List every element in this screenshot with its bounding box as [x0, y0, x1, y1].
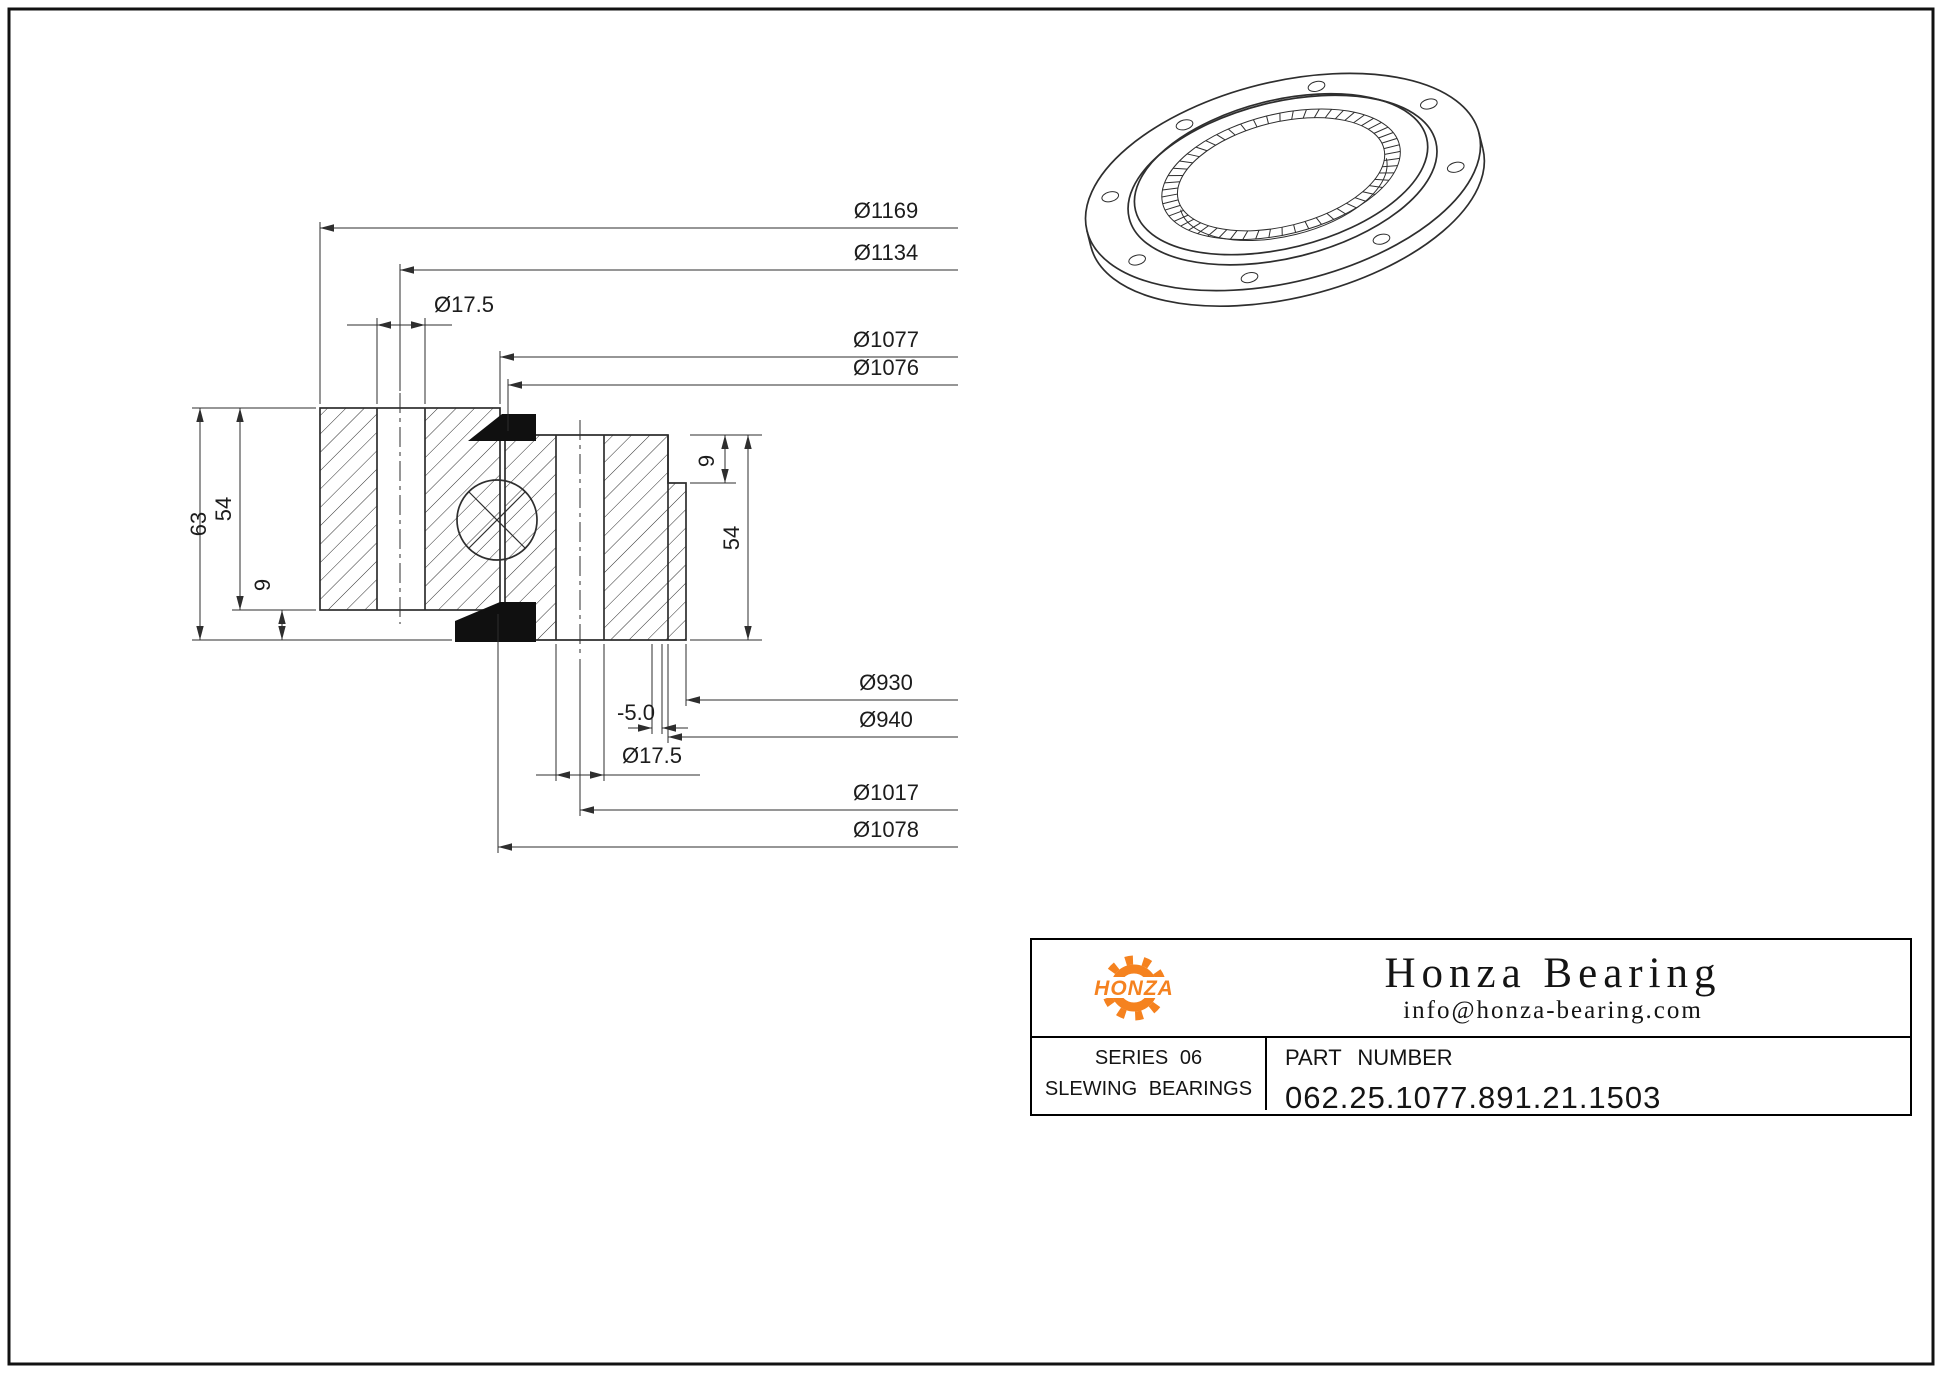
title-block-header: HONZA Honza Bearing info@honza-bearing.c… [1032, 940, 1910, 1038]
lower-seal [455, 602, 536, 642]
part-number-label: PART NUMBER [1285, 1045, 1453, 1070]
dim-lower-step: 9 [250, 579, 275, 591]
dim-upper-step: 9 [694, 455, 719, 467]
dim-bolt-hole-inner: Ø17.5 [622, 743, 682, 768]
dim-outer-diameter: Ø1169 [854, 198, 918, 223]
dim-raceway-upper: Ø1077 [853, 327, 919, 352]
sheet-frame [7, 7, 1935, 1366]
honza-gear-logo: HONZA [1091, 955, 1177, 1021]
dim-inner-ring-height: 54 [719, 526, 744, 550]
company-email: info@honza-bearing.com [1403, 997, 1703, 1025]
dim-bolt-hole-outer: Ø17.5 [434, 292, 494, 317]
dim-raceway-lower: Ø1076 [853, 355, 919, 380]
dim-profile-shift: -5.0 [617, 700, 655, 725]
dim-spigot-diameter: Ø1078 [853, 817, 919, 842]
dim-bolt-circle-outer: Ø1134 [854, 240, 918, 265]
part-number-value: 062.25.1077.891.21.1503 [1285, 1080, 1662, 1115]
cross-section-view: Ø1169 Ø1134 Ø17.5 Ø1077 Ø1076 Ø930 Ø940 … [186, 198, 958, 853]
upper-seal [468, 414, 536, 441]
series-cell: SERIES 06 SLEWING BEARINGS [1032, 1038, 1267, 1110]
dim-total-height: 63 [186, 512, 211, 536]
dim-gear-tip-diameter: Ø930 [859, 670, 913, 695]
dim-bolt-circle-inner: Ø1017 [853, 780, 919, 805]
logo-wordmark: HONZA [1094, 977, 1174, 1000]
series-type: SLEWING BEARINGS [1044, 1078, 1253, 1100]
dim-gear-root-diameter: Ø940 [859, 707, 913, 732]
isometric-view [1084, 72, 1486, 308]
dim-outer-ring-height: 54 [211, 497, 236, 521]
part-number-cell: PART NUMBER 062.25.1077.891.21.1503 [1267, 1038, 1910, 1115]
series-label: SERIES 06 [1094, 1047, 1203, 1069]
title-block: HONZA Honza Bearing info@honza-bearing.c… [1030, 938, 1912, 1116]
ball-element [456, 479, 538, 561]
company-name: Honza Bearing [1384, 949, 1722, 997]
title-block-footer: SERIES 06 SLEWING BEARINGS PART NUMBER 0… [1032, 1038, 1910, 1115]
